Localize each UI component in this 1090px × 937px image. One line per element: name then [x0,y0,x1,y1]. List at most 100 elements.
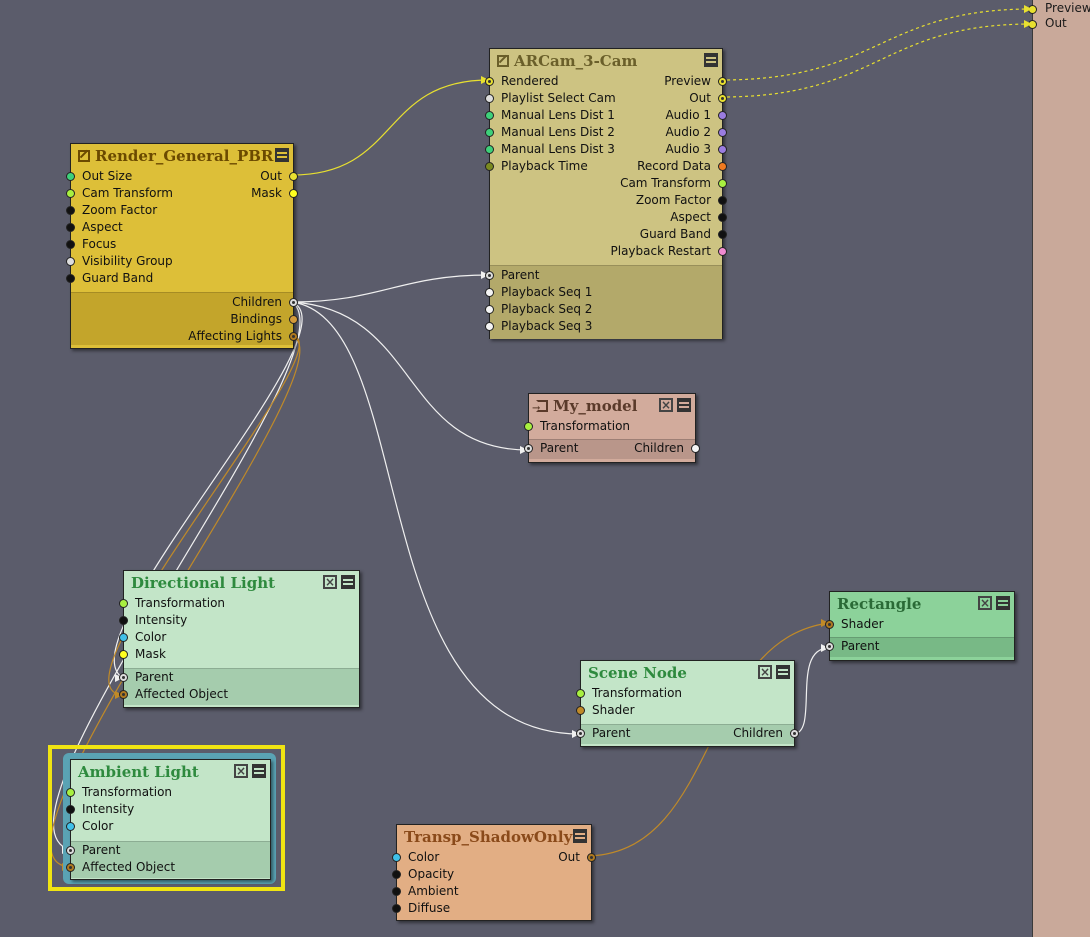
port-dot-icon[interactable] [485,271,494,280]
node-menu-icon[interactable] [341,575,355,589]
port-dot-icon[interactable] [485,128,494,137]
node-ambient-light[interactable]: Ambient Light × Transformation Intensity… [66,759,271,880]
port-dot-icon[interactable] [718,196,727,205]
node-header[interactable]: Directional Light × [124,571,359,595]
port-dot-icon[interactable] [66,172,75,181]
port-children[interactable]: Children [71,294,298,311]
port-shader[interactable]: Shader [576,702,794,719]
port-parent[interactable]: Parent Children [524,440,700,457]
close-icon[interactable]: × [758,665,772,679]
port-dot-icon[interactable] [119,616,128,625]
port-dot-icon[interactable] [289,189,298,198]
port-playback-seq-2[interactable]: Playback Seq 2 [485,301,722,318]
port-dot-icon[interactable] [119,633,128,642]
port-dot-icon[interactable] [485,94,494,103]
port-affected-object[interactable]: Affected Object [119,686,359,703]
port-dot-icon[interactable] [289,315,298,324]
panel-port-out[interactable]: Out [1028,16,1067,31]
port-zoom-factor-out[interactable]: Zoom Factor [490,192,727,209]
port-bindings[interactable]: Bindings [71,311,298,328]
close-icon[interactable]: × [323,575,337,589]
port-dot-icon[interactable] [718,179,727,188]
port-dot-icon[interactable] [289,172,298,181]
port-dot-icon[interactable] [119,673,128,682]
port-dot-icon[interactable] [392,870,401,879]
port-dot-icon[interactable] [119,650,128,659]
port-playlist-select-cam[interactable]: Playlist Select Cam Out [485,90,727,107]
port-transformation[interactable]: Transformation [524,418,695,435]
port-rendered[interactable]: Rendered Preview [485,73,727,90]
port-dot-icon[interactable] [718,111,727,120]
node-menu-icon[interactable] [252,764,266,778]
port-dot-icon[interactable] [485,145,494,154]
node-directional-light[interactable]: Directional Light × Transformation Inten… [119,570,360,708]
port-dot-icon[interactable] [718,94,727,103]
close-icon[interactable]: × [659,398,673,412]
node-transp-shadowonly[interactable]: Transp_ShadowOnly Color Out Opacity Ambi… [392,824,596,921]
node-header[interactable]: Transp_ShadowOnly [397,825,591,849]
port-cam-transform[interactable]: Cam Transform Mask [66,185,298,202]
port-dot-icon[interactable] [66,240,75,249]
port-dot-icon[interactable] [66,863,75,872]
port-dot-icon[interactable] [66,805,75,814]
port-dot-icon[interactable] [119,599,128,608]
port-dot-icon[interactable] [576,689,585,698]
port-dot-icon[interactable] [392,887,401,896]
node-header[interactable]: My_model × [529,394,695,421]
edit-icon[interactable] [78,150,90,162]
port-dot-icon[interactable] [66,223,75,232]
port-parent[interactable]: Parent [825,638,1014,655]
node-menu-icon[interactable] [573,829,587,843]
port-parent[interactable]: Parent Children [576,725,799,742]
port-dot-icon[interactable] [587,853,596,862]
port-dot-icon[interactable] [576,729,585,738]
node-menu-icon[interactable] [677,398,691,412]
node-menu-icon[interactable] [996,596,1010,610]
port-mask[interactable]: Mask [119,646,359,663]
node-scene-node[interactable]: Scene Node × Transformation Shader Paren… [576,660,799,747]
port-out-size[interactable]: Out Size Out [66,168,298,185]
port-color[interactable]: Color [119,629,359,646]
port-dot-icon[interactable] [392,853,401,862]
port-aspect[interactable]: Aspect [66,219,293,236]
node-menu-icon[interactable] [275,148,289,162]
port-manual-lens-1[interactable]: Manual Lens Dist 1 Audio 1 [485,107,727,124]
port-visibility-group[interactable]: Visibility Group [66,253,293,270]
port-parent[interactable]: Parent [66,842,270,859]
port-intensity[interactable]: Intensity [119,612,359,629]
port-dot-icon[interactable] [66,846,75,855]
port-dot-icon[interactable] [485,322,494,331]
port-dot-icon[interactable] [485,111,494,120]
port-manual-lens-3[interactable]: Manual Lens Dist 3 Audio 3 [485,141,727,158]
link-icon[interactable] [532,397,548,421]
close-icon[interactable]: × [978,596,992,610]
port-dot-icon[interactable] [66,257,75,266]
port-dot-icon[interactable] [825,642,834,651]
port-playback-restart[interactable]: Playback Restart [490,243,727,260]
port-dot-icon[interactable] [66,274,75,283]
port-dot-icon[interactable] [485,77,494,86]
port-dot-icon[interactable] [66,822,75,831]
port-opacity[interactable]: Opacity [392,866,591,883]
port-transformation[interactable]: Transformation [119,595,359,612]
port-dot-icon[interactable] [66,206,75,215]
node-my-model[interactable]: My_model × Transformation Parent Childre… [524,393,700,463]
port-guard-band-out[interactable]: Guard Band [490,226,727,243]
port-zoom-factor[interactable]: Zoom Factor [66,202,293,219]
node-header[interactable]: Scene Node × [581,661,794,685]
port-dot-icon[interactable] [524,422,533,431]
port-diffuse[interactable]: Diffuse [392,900,591,917]
port-dot-icon[interactable] [718,247,727,256]
port-dot-icon[interactable] [485,305,494,314]
port-dot-icon[interactable] [718,162,727,171]
port-dot-icon[interactable] [718,145,727,154]
port-dot-icon[interactable] [718,230,727,239]
port-dot-icon[interactable] [485,162,494,171]
port-affected-object[interactable]: Affected Object [66,859,270,876]
port-parent[interactable]: Parent [485,267,722,284]
port-color[interactable]: Color Out [392,849,596,866]
edit-icon[interactable] [497,55,509,67]
port-dot-icon[interactable] [66,788,75,797]
port-dot-icon[interactable] [289,332,298,341]
port-dot-icon[interactable] [691,444,700,453]
